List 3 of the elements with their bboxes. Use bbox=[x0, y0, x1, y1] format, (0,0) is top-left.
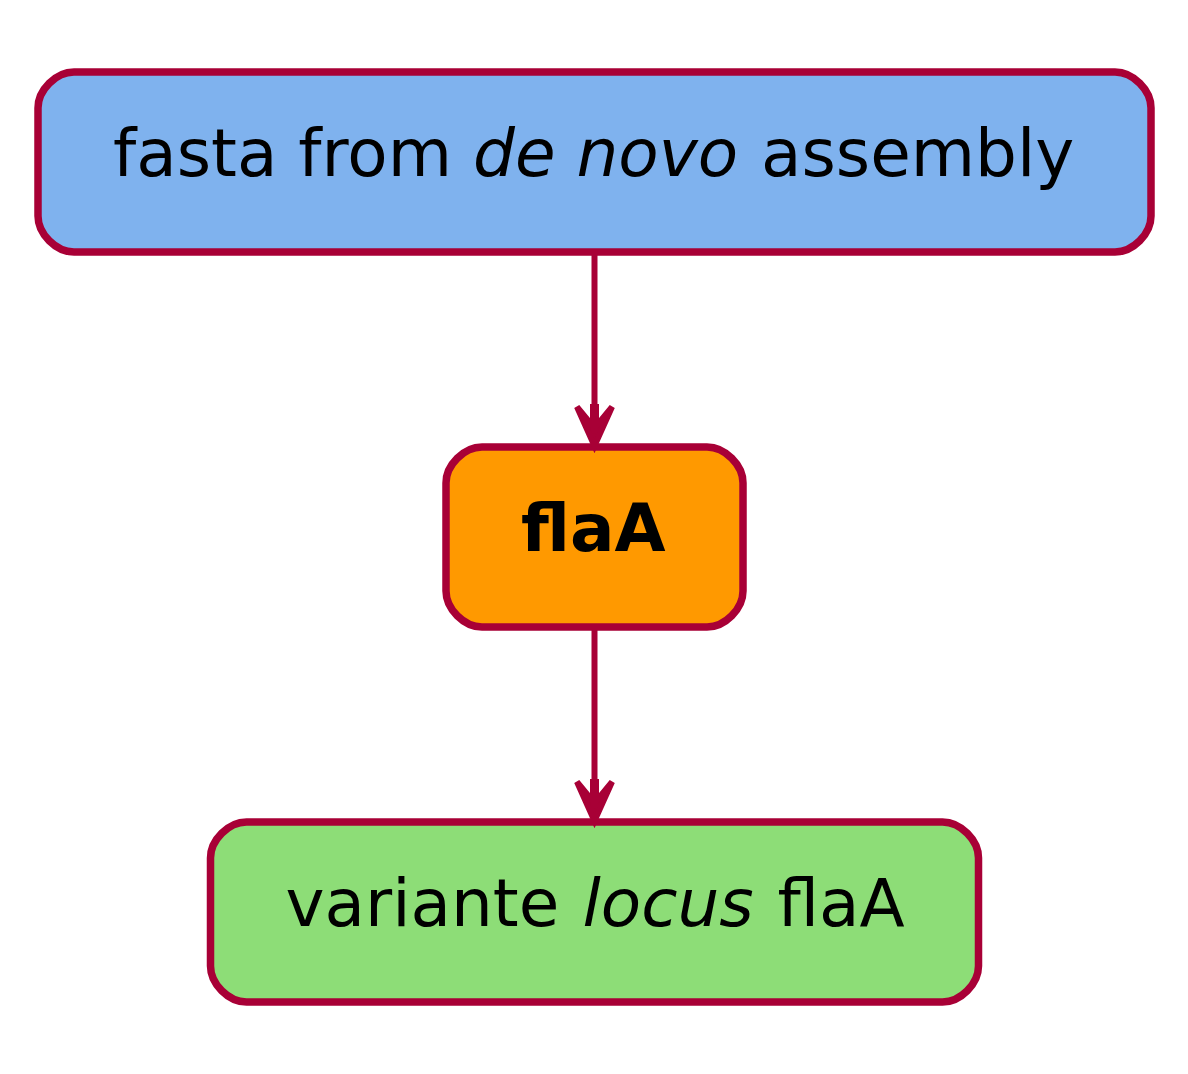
node-box: flaA bbox=[441, 443, 747, 631]
node-box: variante locus flaA bbox=[206, 818, 982, 1006]
node-box: fasta from de novo assembly bbox=[33, 68, 1155, 256]
